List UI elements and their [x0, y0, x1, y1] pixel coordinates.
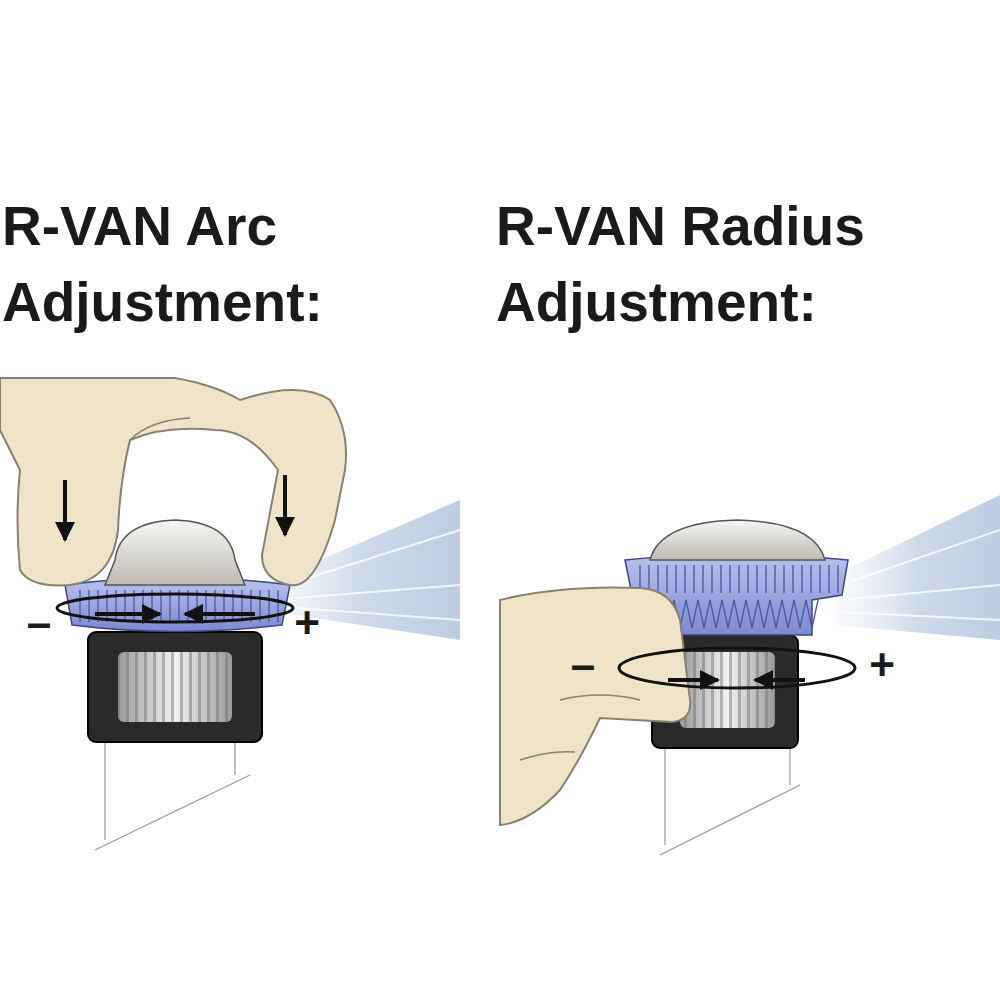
heading: R-VAN Arc Adjustment: [2, 188, 382, 340]
minus-sign: – [568, 640, 598, 690]
arc-sprinkler [0, 378, 460, 850]
plus-sign: + [290, 598, 324, 648]
heading: R-VAN Radius Adjustment: [496, 188, 976, 340]
radius-sprinkler [500, 495, 1000, 855]
minus-sign: – [24, 598, 54, 648]
plus-sign: + [865, 640, 899, 690]
